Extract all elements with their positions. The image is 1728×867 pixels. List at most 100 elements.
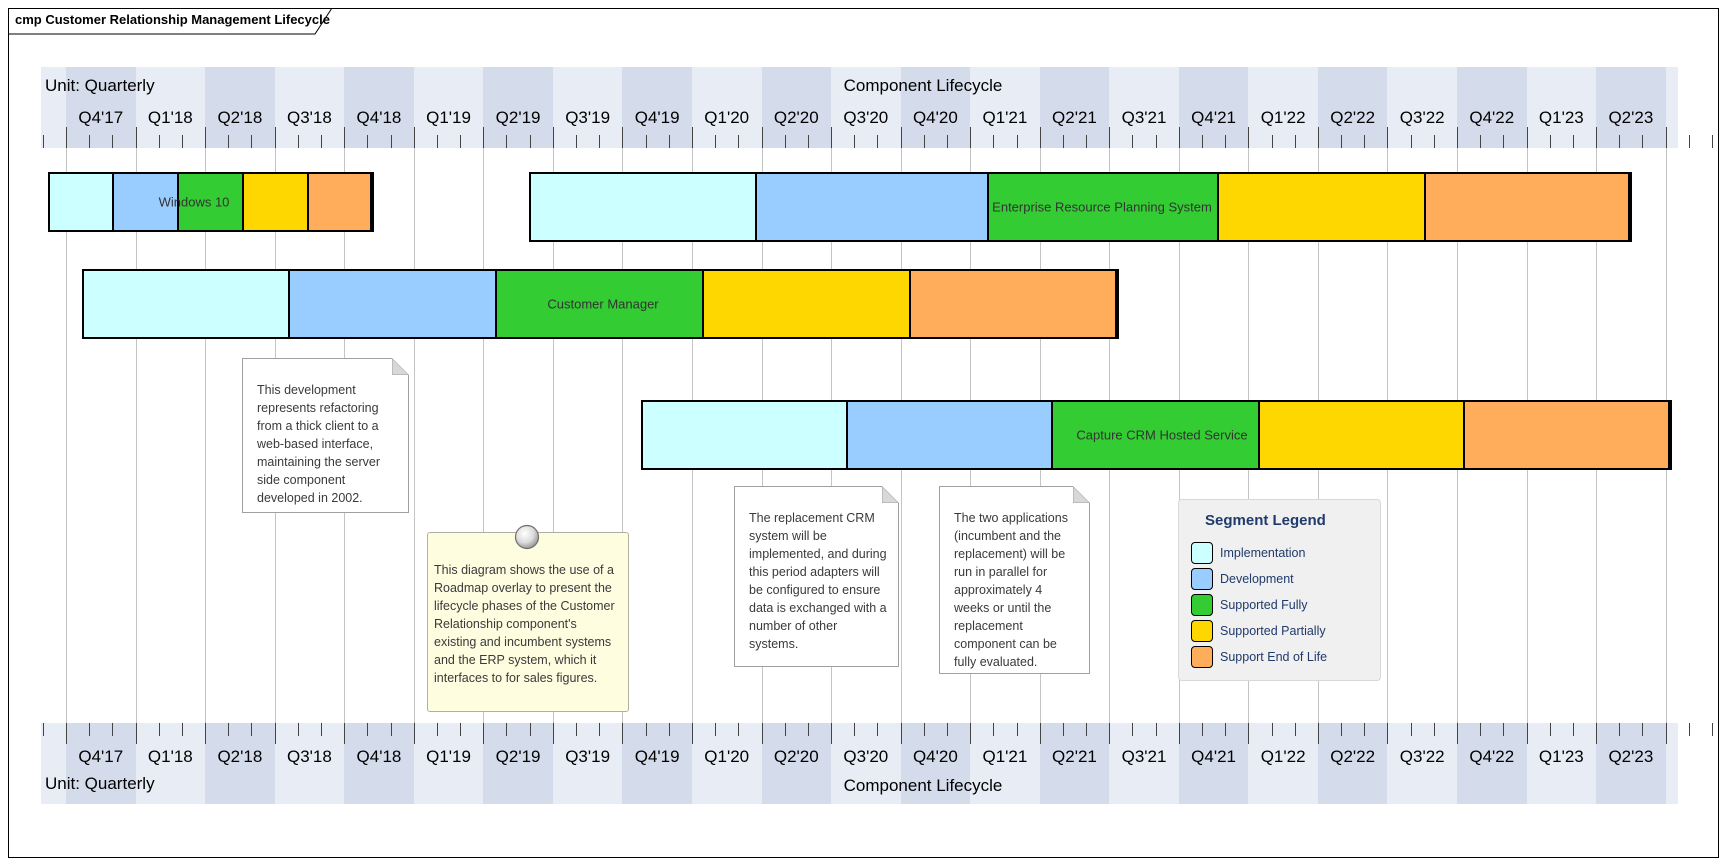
- quarter-label: Q3'21: [1121, 108, 1167, 127]
- minor-tick: [924, 135, 925, 148]
- minor-tick: [1364, 135, 1365, 148]
- note-parallel-run[interactable]: The two applications (incumbent and the …: [939, 486, 1090, 674]
- quarter-label: Q3'20: [843, 108, 889, 127]
- quarter-label: Q4'18: [356, 108, 402, 127]
- segment-implementation[interactable]: [643, 402, 849, 468]
- minor-tick: [506, 723, 507, 736]
- minor-tick: [576, 723, 577, 736]
- unit-label-top: Unit: Quarterly: [45, 76, 155, 95]
- component-bar-windows-10[interactable]: Windows 10: [48, 172, 374, 232]
- segment-development[interactable]: [290, 271, 498, 337]
- segment-supported-fully[interactable]: [989, 174, 1219, 240]
- component-bar-customer-manager[interactable]: Customer Manager: [82, 269, 1119, 339]
- quarter-column: [205, 723, 275, 804]
- quarter-label: Q1'20: [704, 747, 750, 766]
- diagram-frame: [8, 8, 1719, 858]
- legend-item-support-end-of-life: Support End of Life: [1191, 645, 1327, 669]
- major-tick: [970, 723, 971, 744]
- segment-supported-partially[interactable]: [1259, 402, 1465, 468]
- quarter-label: Q3'19: [565, 108, 611, 127]
- quarter-label: Q2'21: [1052, 108, 1097, 127]
- major-tick: [414, 723, 415, 744]
- minor-tick: [1156, 135, 1157, 148]
- minor-tick: [1132, 723, 1133, 736]
- quarter-gridline: [414, 148, 415, 723]
- quarter-label: Q1'21: [982, 108, 1028, 127]
- major-tick: [1179, 723, 1180, 744]
- segment-supported-fully[interactable]: [1053, 402, 1260, 468]
- segment-supported-fully[interactable]: [179, 174, 244, 230]
- quarter-column: [761, 67, 832, 148]
- quarter-column: [344, 723, 414, 804]
- major-tick: [414, 127, 415, 148]
- minor-tick: [530, 135, 531, 148]
- minor-tick: [367, 723, 368, 736]
- minor-tick: [646, 135, 647, 148]
- major-tick: [344, 723, 345, 744]
- segment-supported-partially[interactable]: [1218, 174, 1426, 240]
- minor-tick: [1295, 135, 1296, 148]
- frame-title: cmp Customer Relationship Management Lif…: [15, 12, 330, 27]
- minor-tick: [599, 723, 600, 736]
- major-tick: [344, 127, 345, 148]
- major-tick: [483, 723, 484, 744]
- segment-implementation[interactable]: [531, 174, 758, 240]
- note-refactoring[interactable]: This development represents refactoring …: [242, 358, 409, 513]
- note-diagram-description[interactable]: This diagram shows the use of a Roadmap …: [427, 532, 629, 712]
- minor-tick: [89, 135, 90, 148]
- minor-tick: [228, 135, 229, 148]
- major-tick: [553, 127, 554, 148]
- segment-development[interactable]: [848, 402, 1054, 468]
- minor-tick: [785, 723, 786, 736]
- quarter-gridline: [136, 148, 137, 723]
- quarter-column: [1457, 723, 1527, 804]
- segment-supported-partially[interactable]: [703, 271, 911, 337]
- major-tick: [136, 723, 137, 744]
- legend-item-supported-partially: Supported Partially: [1191, 619, 1326, 643]
- quarter-label: Q3'22: [1399, 108, 1445, 127]
- minor-tick: [1272, 135, 1273, 148]
- segment-implementation[interactable]: [84, 271, 291, 337]
- segment-support-end-of-life[interactable]: [308, 174, 372, 230]
- segment-supported-partially[interactable]: [243, 174, 309, 230]
- minor-tick: [808, 723, 809, 736]
- minor-tick: [785, 135, 786, 148]
- segment-support-end-of-life[interactable]: [1425, 174, 1630, 240]
- note-fold-icon: [1073, 486, 1090, 503]
- component-bar-enterprise-resource-planning-system[interactable]: Enterprise Resource Planning System: [529, 172, 1632, 242]
- segment-development[interactable]: [757, 174, 990, 240]
- major-tick: [831, 723, 832, 744]
- segment-supported-fully[interactable]: [497, 271, 704, 337]
- major-tick: [622, 127, 623, 148]
- quarter-label: Q4'17: [78, 747, 124, 766]
- frame-tab-shape: [8, 8, 333, 35]
- swatch-supported-fully: [1191, 594, 1213, 616]
- component-bar-capture-crm-hosted-service[interactable]: Capture CRM Hosted Service: [641, 400, 1672, 470]
- segment-implementation[interactable]: [50, 174, 115, 230]
- quarter-label: Q4'21: [1191, 108, 1236, 127]
- quarter-column: [1596, 67, 1666, 148]
- legend-item-supported-fully: Supported Fully: [1191, 593, 1308, 617]
- minor-tick: [391, 135, 392, 148]
- note-replacement-crm[interactable]: The replacement CRM system will be imple…: [734, 486, 899, 667]
- minor-tick: [251, 723, 252, 736]
- minor-tick: [646, 723, 647, 736]
- segment-support-end-of-life[interactable]: [1464, 402, 1671, 468]
- segment-legend[interactable]: Segment Legend Implementation Developmen…: [1178, 499, 1381, 681]
- quarter-label: Q3'22: [1399, 747, 1445, 766]
- quarter-column: [483, 723, 553, 804]
- minor-tick: [1341, 135, 1342, 148]
- segment-support-end-of-life[interactable]: [910, 271, 1118, 337]
- major-tick: [1179, 127, 1180, 148]
- minor-tick: [89, 723, 90, 736]
- quarter-label: Q4'18: [356, 747, 402, 766]
- minor-tick: [437, 135, 438, 148]
- quarter-label: Q1'18: [147, 108, 193, 127]
- note-fold-icon: [882, 486, 899, 503]
- quarter-label: Q4'20: [912, 108, 958, 127]
- segment-development[interactable]: [114, 174, 180, 230]
- quarter-label: Q2'22: [1330, 108, 1376, 127]
- quarter-label: Q4'19: [634, 747, 680, 766]
- minor-tick: [854, 723, 855, 736]
- minor-tick: [738, 135, 739, 148]
